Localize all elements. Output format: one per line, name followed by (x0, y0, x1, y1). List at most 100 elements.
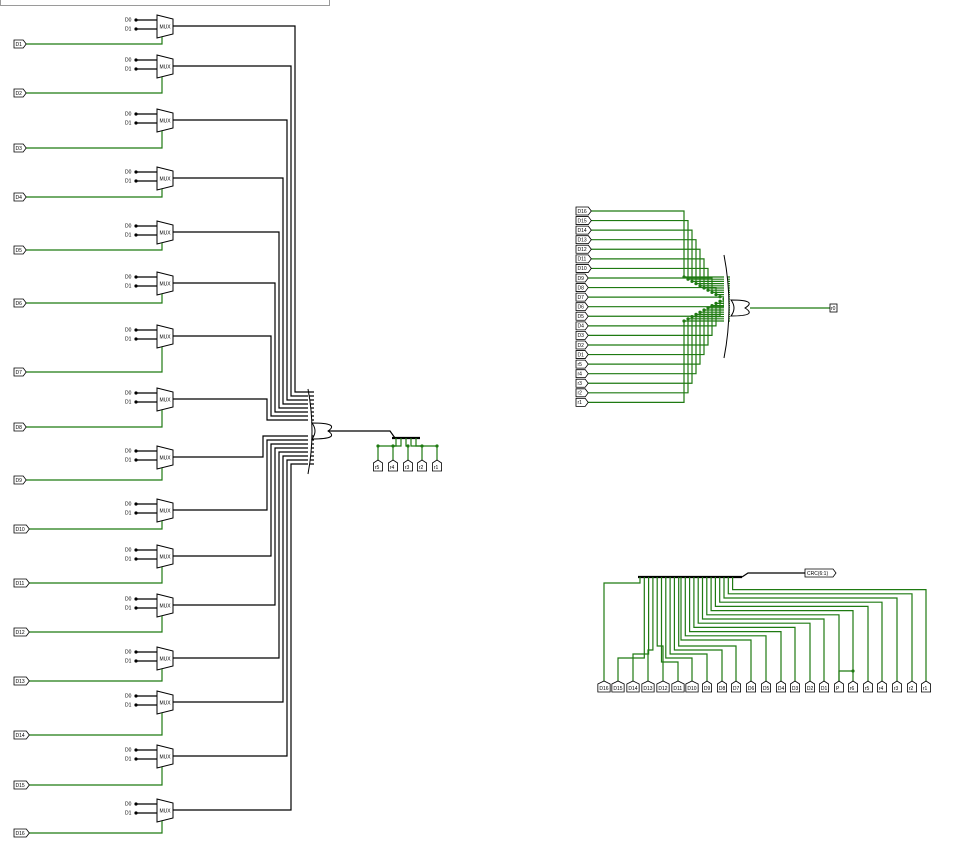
mux-body (156, 593, 174, 618)
pin-d16[interactable]: D16 (597, 680, 611, 693)
pin-label: CRC(6:1) (807, 571, 828, 577)
junction-dot (134, 179, 138, 183)
pin-d3[interactable]: D3 (790, 680, 800, 693)
pin-d14[interactable]: D14 (626, 680, 640, 693)
pin-crc[interactable]: CRC(6:1) (804, 568, 837, 578)
pin-d13[interactable]: D13 (641, 680, 655, 693)
pin-d10[interactable]: D10 (575, 264, 592, 273)
pin-d9[interactable]: D9 (702, 680, 712, 693)
pin-d13[interactable]: D13 (575, 235, 592, 245)
split-branch (632, 577, 650, 681)
pin-d7[interactable]: D7 (575, 292, 589, 302)
pin-d10[interactable]: D10 (13, 524, 30, 534)
mux-output-wire (173, 459, 314, 757)
pin-d7[interactable]: D7 (13, 367, 27, 377)
pin-d15[interactable]: D15 (611, 680, 625, 693)
pin-d1[interactable]: D1 (575, 350, 589, 359)
pin-d6[interactable]: D6 (575, 302, 589, 312)
pin-d11[interactable]: D11 (575, 254, 592, 264)
pin-d16[interactable]: D16 (575, 206, 592, 216)
pin-box (575, 244, 592, 254)
pin-p[interactable]: P (834, 680, 844, 693)
pin-d12[interactable]: D12 (575, 244, 592, 254)
pin-d13[interactable]: D13 (13, 676, 30, 686)
pin-d2[interactable]: D2 (13, 88, 27, 98)
pin-box (702, 680, 712, 693)
pin-r5[interactable]: r5 (372, 459, 384, 472)
pin-r3[interactable]: r3 (575, 378, 589, 388)
pin-d7[interactable]: D7 (731, 680, 741, 693)
pin-d3[interactable]: D3 (575, 331, 589, 340)
junction-dot (710, 290, 714, 294)
pin-d4[interactable]: D4 (13, 192, 27, 202)
pin-d15[interactable]: D15 (13, 780, 30, 790)
pin-r2[interactable]: r2 (416, 459, 428, 472)
pin-d12[interactable]: D12 (656, 680, 670, 693)
pin-d3[interactable]: D3 (13, 143, 27, 153)
pin-r4[interactable]: r4 (877, 680, 887, 693)
pin-r2[interactable]: r2 (575, 388, 589, 398)
pin-r6[interactable]: r6 (848, 680, 858, 693)
pin-d2[interactable]: D2 (575, 340, 589, 350)
pin-d11[interactable]: D11 (671, 680, 685, 693)
pin-d8[interactable]: D8 (717, 680, 727, 693)
pin-d8[interactable]: D8 (13, 422, 27, 432)
pin-label: D5 (763, 686, 770, 692)
pin-r4[interactable]: r4 (575, 369, 589, 379)
pin-d12[interactable]: D12 (13, 627, 30, 637)
pin-r3[interactable]: r3 (402, 459, 414, 472)
pin-d5[interactable]: D5 (761, 680, 771, 693)
pin-d4[interactable]: D4 (776, 680, 786, 693)
mux-label: MUX (160, 657, 172, 663)
pin-r4[interactable]: r4 (387, 459, 399, 472)
pin-r2[interactable]: r2 (907, 680, 917, 693)
pin-d16[interactable]: D16 (13, 828, 30, 838)
pin-r0[interactable]: r0 (829, 303, 838, 313)
pin-r1[interactable]: r1 (575, 397, 589, 407)
pin-label: D8 (16, 425, 23, 431)
pin-box (575, 359, 589, 369)
pin-d5[interactable]: D5 (575, 311, 589, 321)
pin-d2[interactable]: D2 (805, 680, 815, 693)
pin-d4[interactable]: D4 (575, 321, 589, 331)
pin-d1[interactable]: D1 (819, 680, 829, 693)
pin-d8[interactable]: D8 (575, 283, 589, 292)
select-wire (29, 616, 163, 633)
pin-d9[interactable]: D9 (575, 273, 589, 283)
pin-r1[interactable]: r1 (431, 459, 443, 472)
pin-d5[interactable]: D5 (13, 245, 27, 255)
pin-d11[interactable]: D11 (13, 578, 30, 588)
pin-d14[interactable]: D14 (575, 225, 592, 235)
pin-box (805, 680, 815, 693)
pin-r1[interactable]: r1 (921, 680, 931, 693)
pin-d14[interactable]: D14 (13, 730, 30, 740)
pin-d6[interactable]: D6 (13, 298, 27, 308)
pin-label: D3 (16, 146, 23, 152)
pin-r3[interactable]: r3 (892, 680, 902, 693)
pin-r5[interactable]: r5 (575, 359, 589, 369)
pin-r5[interactable]: r5 (863, 680, 873, 693)
pin-d9[interactable]: D9 (13, 475, 27, 485)
pin-box (685, 680, 699, 693)
pin-d6[interactable]: D6 (746, 680, 756, 693)
pin-d15[interactable]: D15 (575, 216, 592, 225)
pin-d1[interactable]: D1 (13, 39, 27, 49)
pin-d10[interactable]: D10 (685, 680, 699, 693)
